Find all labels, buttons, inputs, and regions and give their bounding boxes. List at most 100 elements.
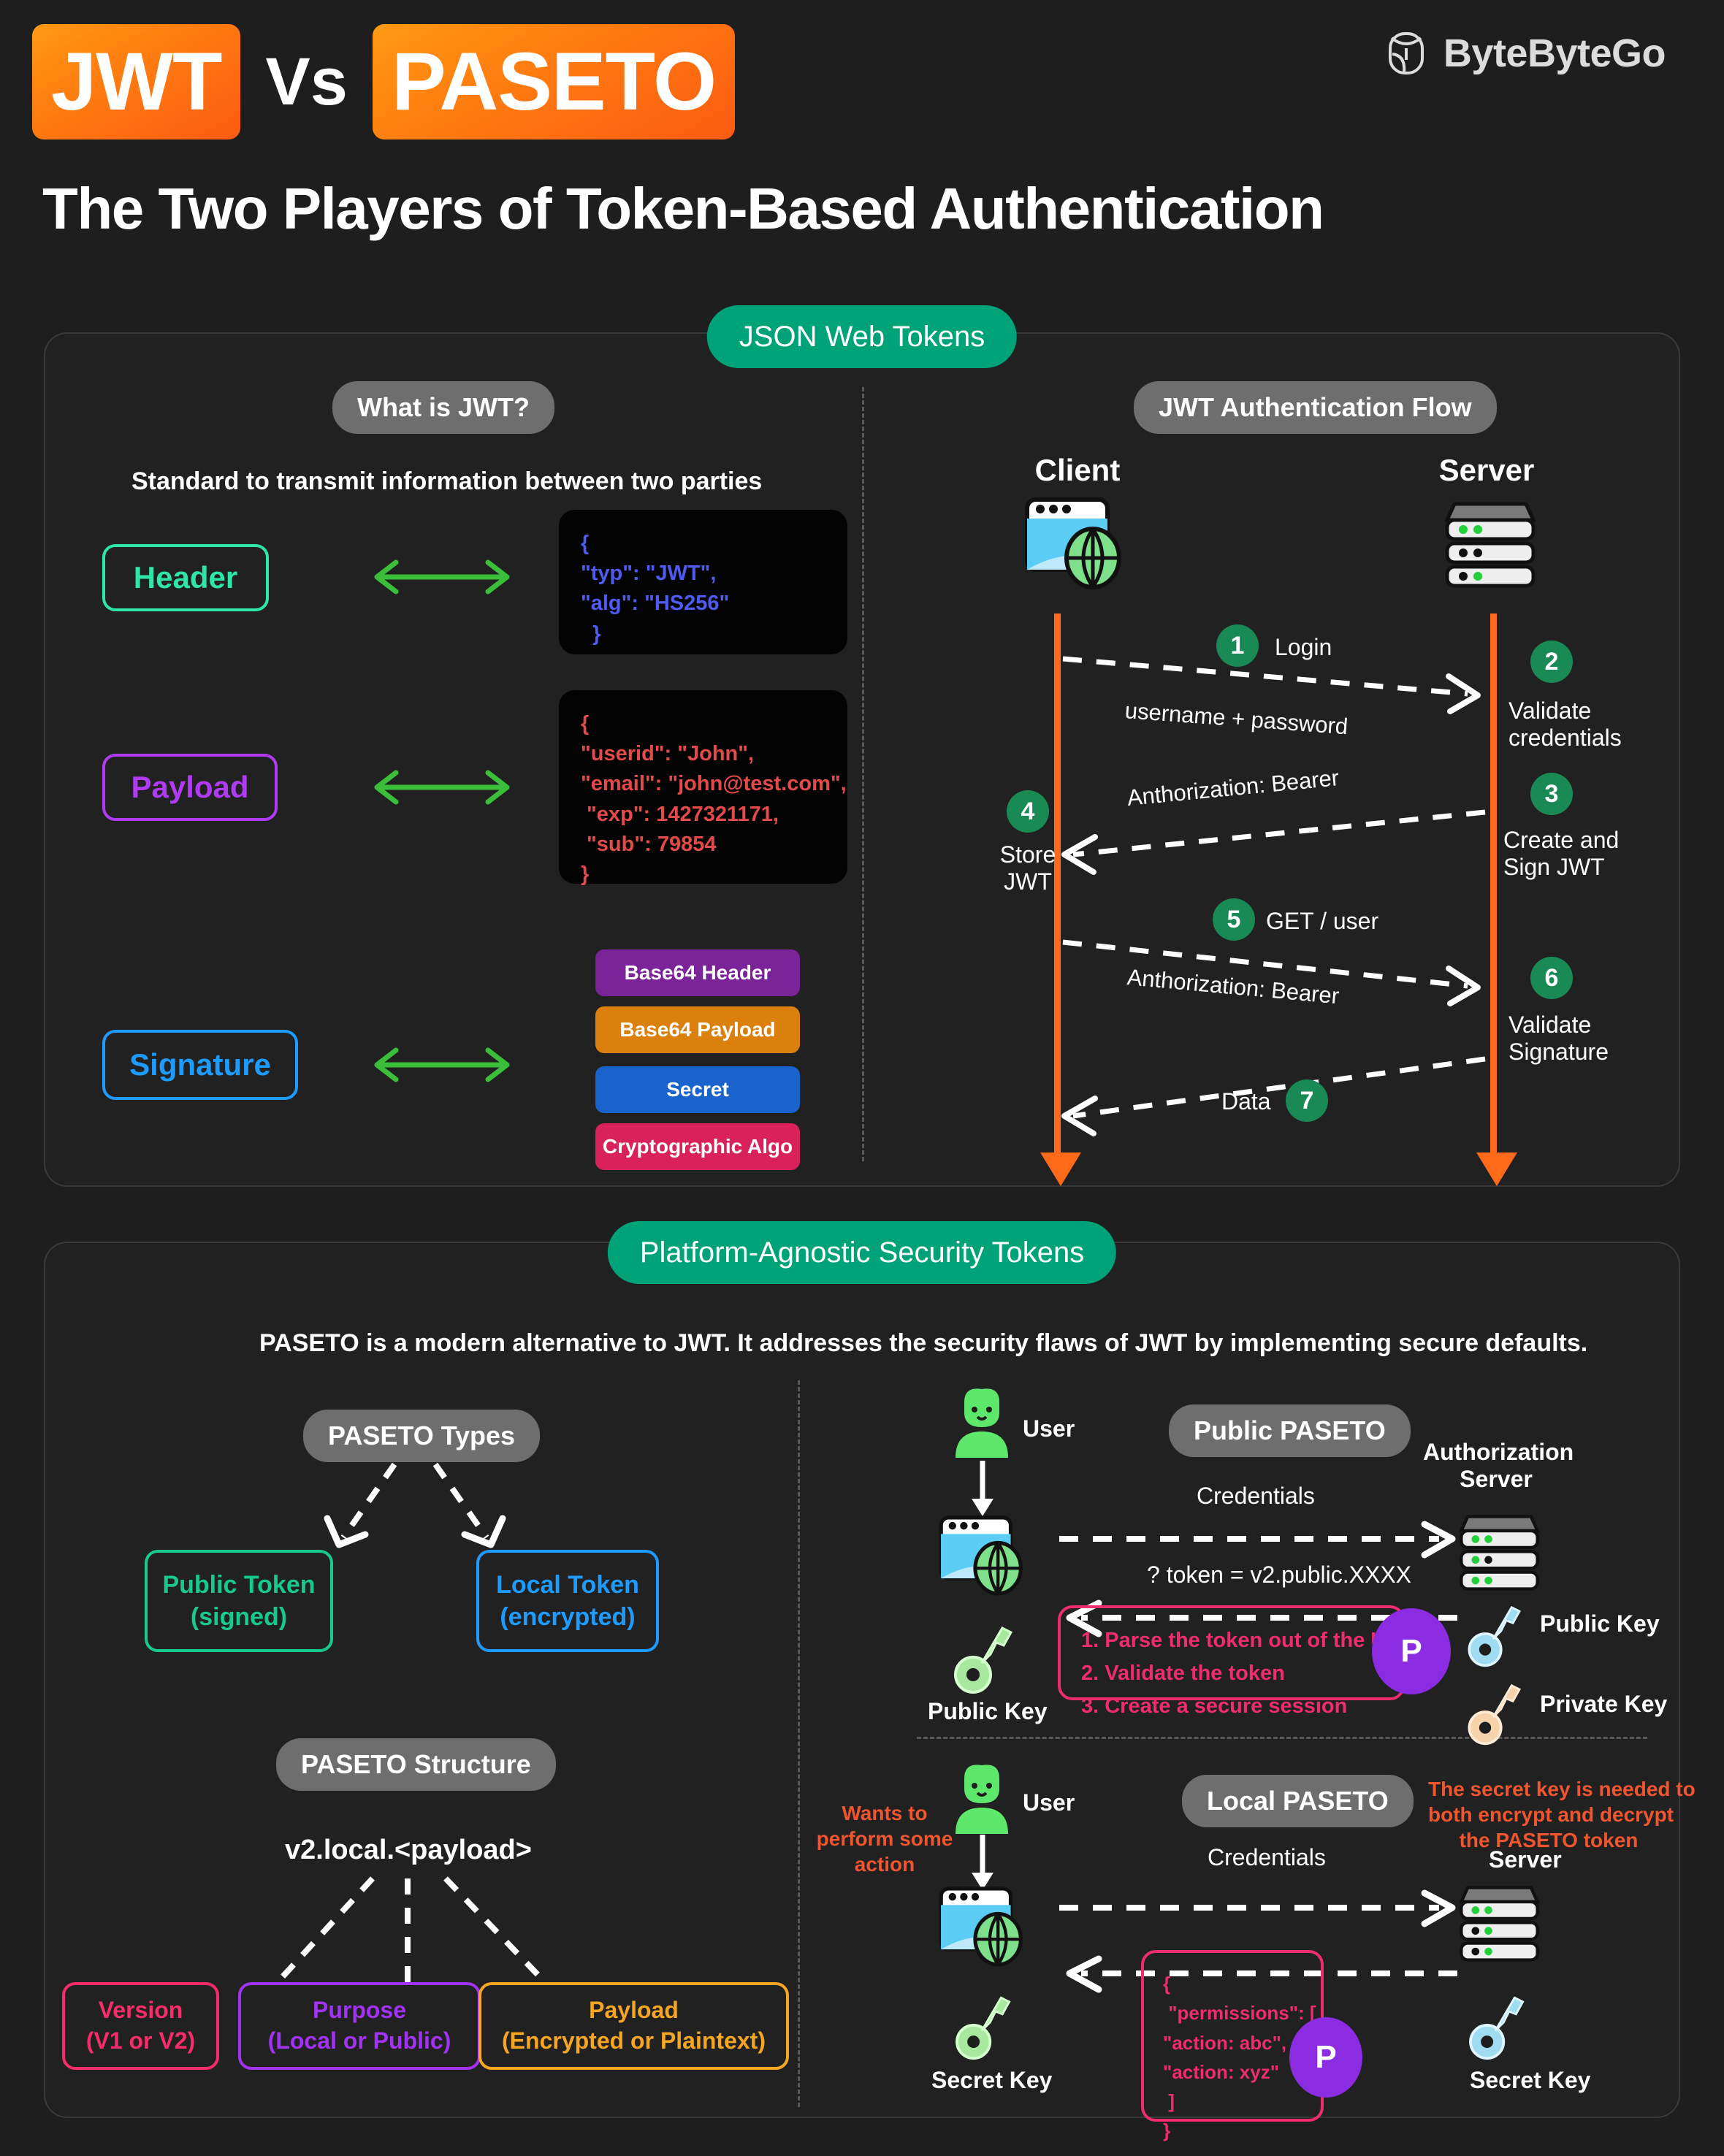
step-badge-6: 6 [1530, 957, 1573, 999]
token-part-header: Header [102, 544, 269, 611]
signature-part-crypto-algo: Cryptographic Algo [595, 1123, 800, 1170]
local-token-sub: (encrypted) [500, 1603, 636, 1631]
local-secret-key-note: The secret key is needed to both encrypt… [1428, 1778, 1696, 1851]
jwt-payload-code: { "userid": "John", "email": "john@test.… [559, 690, 847, 886]
step-badge-2: 2 [1530, 641, 1573, 683]
client-lifeline [1054, 613, 1061, 1161]
page-subtitle: The Two Players of Token-Based Authentic… [42, 176, 1324, 241]
purpose-sub: (Local or Public) [267, 2027, 451, 2054]
jwt-section-pill: JSON Web Tokens [706, 305, 1018, 368]
step-label-4: Store JWT [999, 841, 1056, 895]
flow-server-label: Server [1438, 453, 1535, 487]
vs-label: Vs [265, 45, 348, 119]
page-header: JWT Vs PASETO The Two Players of Token-B… [0, 0, 1724, 285]
structure-part-purpose: Purpose (Local or Public) [238, 1982, 481, 2070]
step-label-6: Validate Signature [1508, 1012, 1609, 1065]
local-client-key-icon [950, 1988, 1012, 2061]
public-server-label: Authorization Server [1423, 1439, 1574, 1492]
local-server-label: Server [1489, 1846, 1562, 1873]
step-label-3: Create and Sign JWT [1503, 827, 1620, 880]
jwt-chip: JWT [32, 24, 241, 139]
paseto-chip: PASETO [372, 24, 736, 139]
local-server-icon [1457, 1884, 1541, 1963]
paseto-structure-heading: PASETO Structure [276, 1738, 556, 1791]
public-user-arrow-icon [964, 1461, 1001, 1518]
jwt-flow-heading: JWT Authentication Flow [1134, 381, 1497, 434]
signature-part-secret: Secret [595, 1066, 800, 1113]
jwt-lead-text: Standard to transmit information between… [131, 467, 763, 495]
paseto-structure-connectors [131, 1876, 643, 1988]
local-user-arrow-icon [964, 1835, 1001, 1892]
paseto-types-connectors [285, 1462, 548, 1559]
jwt-panel-divider [862, 387, 864, 1161]
public-server-public-key-label: Public Key [1540, 1610, 1660, 1637]
double-arrow-payload-icon [365, 765, 519, 809]
local-user-label: User [1023, 1789, 1075, 1816]
client-browser-icon [1023, 495, 1132, 590]
local-token-title: Local Token [496, 1570, 639, 1599]
public-server-public-key-icon [1463, 1598, 1522, 1668]
token-part-payload: Payload [102, 754, 278, 821]
flow-client-label: Client [1034, 453, 1121, 487]
step-label-5: GET / user [1266, 908, 1379, 934]
public-token-response-label: ? token = v2.public.XXXX [1147, 1561, 1411, 1588]
local-paseto-json-box: { "permissions": [ "action: abc", "actio… [1141, 1950, 1324, 2141]
jwt-header-code: { "typ": "JWT", "alg": "HS256" } [559, 510, 847, 654]
what-is-jwt-heading: What is JWT? [332, 381, 554, 434]
signature-part-base64-header: Base64 Header [595, 949, 800, 996]
local-credentials-label: Credentials [1208, 1844, 1326, 1870]
paseto-lead-text: PASETO is a modern alternative to JWT. I… [259, 1329, 1588, 1357]
structure-part-version: Version (V1 or V2) [62, 1982, 219, 2070]
public-paseto-steps-box: 1. Parse the token out of the URL 2. Val… [1058, 1605, 1414, 1718]
purpose-title: Purpose [312, 1997, 407, 2024]
double-arrow-header-icon [365, 555, 519, 599]
paseto-type-public-token: Public Token (signed) [145, 1550, 333, 1652]
local-server-key-label: Secret Key [1470, 2067, 1591, 2093]
structure-part-payload: Payload (Encrypted or Plaintext) [478, 1982, 789, 2070]
public-server-private-key-label: Private Key [1540, 1691, 1668, 1717]
paseto-type-local-token: Local Token (encrypted) [476, 1550, 659, 1652]
public-client-browser-icon [937, 1512, 1032, 1598]
server-icon [1443, 501, 1538, 589]
public-auth-server-icon [1457, 1513, 1541, 1592]
token-part-signature: Signature [102, 1030, 298, 1100]
step-badge-3: 3 [1530, 773, 1573, 815]
public-client-key-icon [950, 1618, 1013, 1695]
local-user-note: Wants to perform some action [816, 1802, 953, 1876]
step-label-2: Validate credentials [1508, 697, 1622, 751]
step-label-1: Login [1275, 634, 1332, 660]
paseto-types-heading: PASETO Types [303, 1410, 541, 1462]
public-paseto-heading: Public PASETO [1169, 1404, 1411, 1457]
paseto-chip-label: PASETO [391, 36, 717, 127]
local-server-key-icon [1463, 1988, 1526, 2061]
public-user-icon [948, 1388, 1015, 1459]
public-client-key-label: Public Key [928, 1698, 1048, 1724]
paseto-panel-divider [798, 1380, 800, 2107]
paseto-token-sample: v2.local.<payload> [285, 1835, 532, 1865]
payload-title: Payload [589, 1997, 679, 2024]
public-user-label: User [1023, 1415, 1075, 1442]
version-sub: (V1 or V2) [85, 2027, 196, 2054]
step-badge-4: 4 [1007, 790, 1049, 833]
local-paseto-heading: Local PASETO [1182, 1775, 1414, 1827]
local-client-browser-icon [937, 1883, 1032, 1969]
public-token-title: Public Token [162, 1570, 316, 1599]
payload-sub: (Encrypted or Plaintext) [502, 2027, 766, 2054]
public-server-private-key-icon [1463, 1676, 1522, 1746]
brand-name: ByteByteGo [1443, 31, 1666, 75]
public-paseto-p-badge: P [1372, 1608, 1451, 1694]
brand: ByteByteGo [1385, 31, 1666, 76]
title-row: JWT Vs PASETO [32, 24, 736, 139]
paseto-right-divider [917, 1737, 1647, 1739]
bytebytego-logo-icon [1388, 32, 1424, 74]
jwt-chip-label: JWT [51, 36, 222, 127]
server-lifeline-arrow-icon [1476, 1152, 1517, 1186]
step-badge-5: 5 [1213, 898, 1255, 941]
version-title: Version [98, 1997, 183, 2024]
step-badge-1: 1 [1216, 624, 1259, 667]
server-lifeline [1490, 613, 1497, 1161]
step-badge-7: 7 [1286, 1079, 1328, 1122]
paseto-section-pill: Platform-Agnostic Security Tokens [607, 1221, 1117, 1284]
jwt-flow-messages [1054, 613, 1507, 1169]
